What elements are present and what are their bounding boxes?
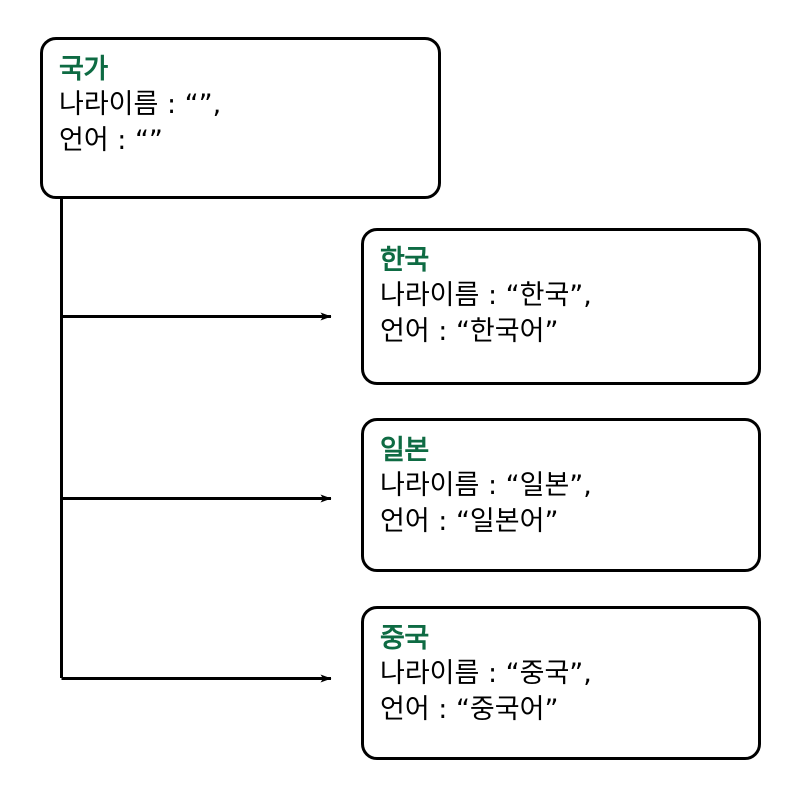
node-field-language: 언어 : “” — [59, 125, 163, 157]
node-field-country-name: 나라이름 : “한국”, — [380, 279, 592, 311]
node-field-country-name: 나라이름 : “”, — [59, 88, 222, 120]
node-country-japan[interactable]: 일본 나라이름 : “일본”, 언어 : “일본어” — [361, 418, 761, 572]
node-field-language: 언어 : “중국어” — [380, 694, 559, 726]
node-country-root[interactable]: 국가 나라이름 : “”, 언어 : “” — [40, 37, 441, 199]
node-field-country-name: 나라이름 : “일본”, — [380, 469, 592, 501]
node-title: 일본 — [380, 435, 429, 466]
node-title: 국가 — [59, 54, 108, 85]
node-title: 한국 — [380, 245, 429, 276]
node-country-korea[interactable]: 한국 나라이름 : “한국”, 언어 : “한국어” — [361, 228, 761, 385]
node-field-language: 언어 : “일본어” — [380, 506, 559, 538]
node-field-country-name: 나라이름 : “중국”, — [380, 657, 592, 689]
node-country-china[interactable]: 중국 나라이름 : “중국”, 언어 : “중국어” — [361, 606, 761, 760]
node-field-language: 언어 : “한국어” — [380, 316, 559, 348]
node-title: 중국 — [380, 623, 429, 654]
